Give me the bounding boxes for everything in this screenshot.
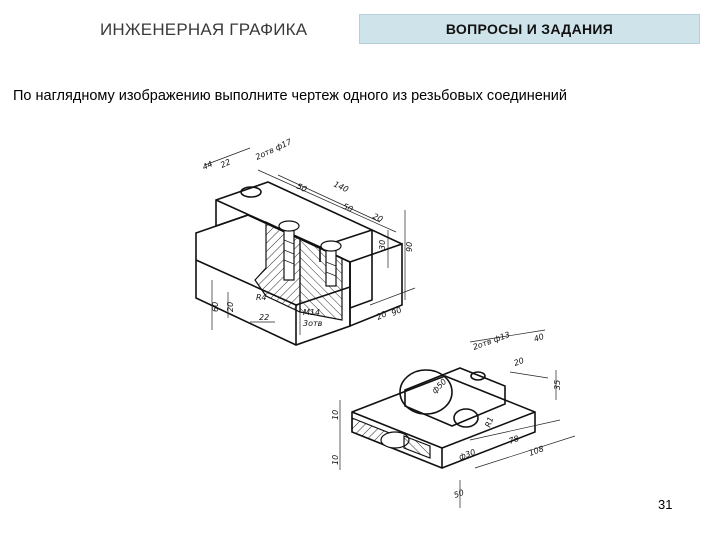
svg-text:108: 108: [528, 444, 545, 458]
svg-text:M14: M14: [303, 308, 320, 317]
svg-text:ф50: ф50: [430, 377, 448, 395]
svg-text:44: 44: [201, 159, 214, 171]
svg-text:22: 22: [219, 157, 232, 169]
svg-text:2отв ф13: 2отв ф13: [472, 330, 512, 352]
svg-text:3отв: 3отв: [303, 319, 323, 328]
svg-text:50: 50: [341, 202, 354, 214]
svg-text:10: 10: [331, 410, 340, 420]
section-title: ВОПРОСЫ И ЗАДАНИЯ: [445, 21, 614, 37]
svg-text:90: 90: [390, 305, 403, 317]
svg-text:ф30: ф30: [458, 448, 477, 462]
svg-text:60: 60: [211, 302, 220, 312]
svg-text:40: 40: [533, 332, 546, 344]
svg-text:22: 22: [259, 313, 269, 322]
svg-text:2отв ф17: 2отв ф17: [254, 137, 294, 162]
svg-text:90: 90: [405, 242, 414, 252]
svg-text:140: 140: [332, 180, 350, 195]
svg-text:20: 20: [226, 302, 235, 312]
svg-text:78: 78: [508, 434, 521, 446]
svg-text:30: 30: [378, 240, 387, 250]
svg-text:R1: R1: [483, 416, 495, 429]
svg-text:50: 50: [453, 488, 466, 500]
section-banner: ВОПРОСЫ И ЗАДАНИЯ: [359, 14, 700, 44]
isometric-drawing-1: 44 22 2отв ф17 50 140 50 20 30 90 60 20 …: [195, 137, 416, 346]
task-instruction: По наглядному изображению выполните черт…: [13, 88, 567, 104]
svg-text:20: 20: [371, 212, 384, 224]
svg-text:20: 20: [513, 356, 526, 368]
svg-text:50: 50: [295, 182, 308, 194]
isometric-drawing-2: 2отв ф13 40 20 35 ф50 R1 10 10 78 108 ф3…: [331, 329, 576, 508]
page-number: 31: [658, 497, 673, 512]
svg-text:R4: R4: [256, 293, 267, 302]
svg-text:35: 35: [553, 380, 562, 390]
subject-title: ИНЖЕНЕРНАЯ ГРАФИКА: [100, 20, 308, 39]
svg-text:20: 20: [375, 309, 388, 321]
svg-text:10: 10: [331, 455, 340, 465]
